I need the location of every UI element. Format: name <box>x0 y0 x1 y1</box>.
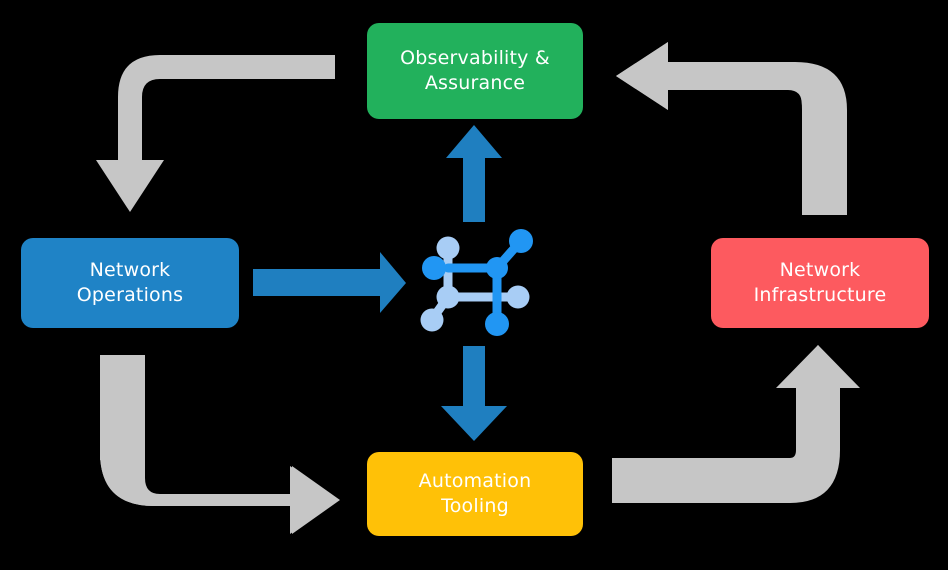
connector-infrastructure-to-observability <box>616 42 847 215</box>
connector-center-to-automation <box>441 346 507 441</box>
connector-operations-to-automation <box>100 355 340 534</box>
node-observability-assurance[interactable]: Observability & Assurance <box>367 23 583 119</box>
connector-observability-to-operations <box>96 55 335 212</box>
node-network-infrastructure[interactable]: Network Infrastructure <box>711 238 929 328</box>
network-topology-icon <box>420 229 533 336</box>
connector-operations-to-center <box>253 252 406 313</box>
connector-center-to-observability <box>446 125 502 222</box>
node-network-operations[interactable]: Network Operations <box>21 238 239 328</box>
connector-automation-to-infrastructure <box>612 345 860 503</box>
node-automation-tooling[interactable]: Automation Tooling <box>367 452 583 536</box>
node-automation-tooling-label: Automation Tooling <box>418 469 532 517</box>
node-network-operations-label: Network Operations <box>76 258 184 306</box>
node-observability-assurance-label: Observability & Assurance <box>400 46 550 94</box>
node-network-infrastructure-label: Network Infrastructure <box>753 258 887 306</box>
